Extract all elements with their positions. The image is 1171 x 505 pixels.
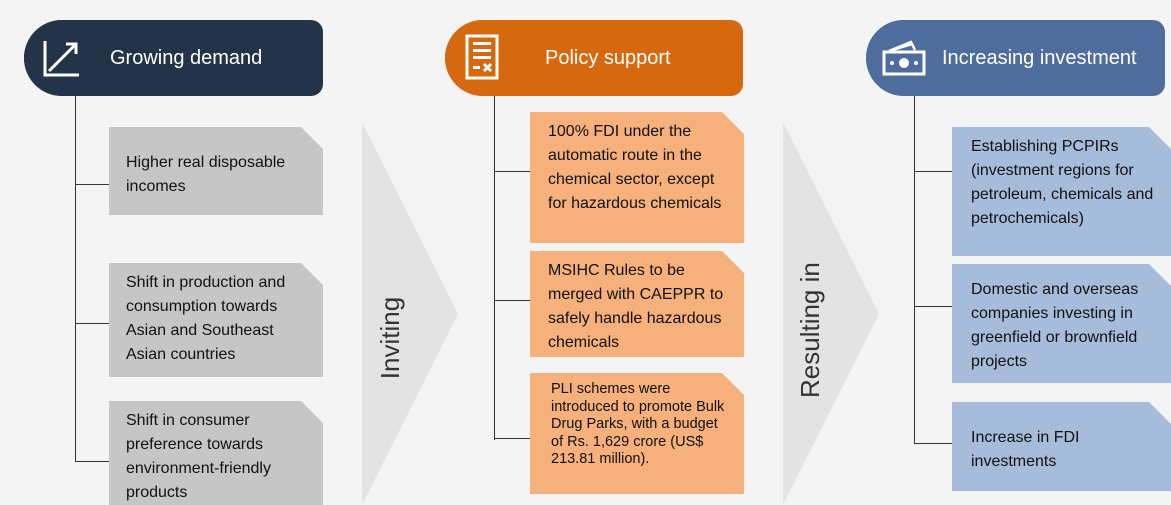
policy-support-item-1: 100% FDI under the automatic route in th… — [530, 112, 744, 243]
policy-support-header: Policy support — [445, 20, 743, 96]
inviting-label: Inviting — [375, 296, 405, 380]
connector-tick — [75, 461, 109, 462]
policy-document-icon — [445, 20, 521, 96]
item-text: Establishing PCPIRs (investment regions … — [971, 138, 1154, 227]
item-text: Shift in consumer preference towards env… — [126, 412, 271, 501]
resulting-in-label: Resulting in — [795, 262, 825, 398]
increasing-investment-header: Increasing investment — [866, 20, 1165, 96]
item-text: MSIHC Rules to be merged with CAEPPR to … — [548, 262, 724, 351]
connector-tick — [75, 323, 109, 324]
item-text: Higher real disposable incomes — [126, 154, 286, 195]
growing-demand-item-2: Shift in production and consumption towa… — [109, 263, 323, 377]
trend-up-chart-icon — [24, 20, 100, 96]
policy-support-item-3: PLI schemes were introduced to promote B… — [530, 373, 744, 494]
resulting-in-arrow — [783, 122, 879, 505]
increasing-investment-item-2: Domestic and overseas companies investin… — [952, 264, 1171, 383]
item-text: Increase in FDI investments — [971, 429, 1080, 470]
connector-tick — [914, 306, 952, 307]
increasing-investment-item-1: Establishing PCPIRs (investment regions … — [952, 127, 1171, 256]
policy-support-title: Policy support — [545, 46, 671, 69]
policy-support-connector-line — [494, 96, 495, 440]
increasing-investment-connector-line — [914, 96, 915, 444]
growing-demand-title: Growing demand — [110, 46, 263, 69]
item-text: Domestic and overseas companies investin… — [971, 281, 1139, 370]
growing-demand-item-1: Higher real disposable incomes — [109, 127, 323, 215]
connector-tick — [494, 300, 530, 301]
growing-demand-connector-line — [75, 96, 76, 462]
growing-demand-item-3: Shift in consumer preference towards env… — [109, 401, 323, 505]
increasing-investment-title: Increasing investment — [942, 46, 1137, 69]
item-text: 100% FDI under the automatic route in th… — [548, 123, 722, 212]
item-text: Shift in production and consumption towa… — [126, 274, 286, 363]
inviting-arrow — [362, 122, 458, 505]
money-cash-icon — [866, 20, 942, 96]
connector-tick — [494, 171, 530, 172]
increasing-investment-item-3: Increase in FDI investments — [952, 402, 1171, 491]
growing-demand-header: Growing demand — [24, 20, 323, 96]
connector-tick — [494, 438, 530, 439]
connector-tick — [914, 171, 952, 172]
connector-tick — [75, 184, 109, 185]
item-text: PLI schemes were introduced to promote B… — [551, 381, 725, 467]
connector-tick — [914, 443, 952, 444]
policy-support-item-2: MSIHC Rules to be merged with CAEPPR to … — [530, 251, 744, 357]
